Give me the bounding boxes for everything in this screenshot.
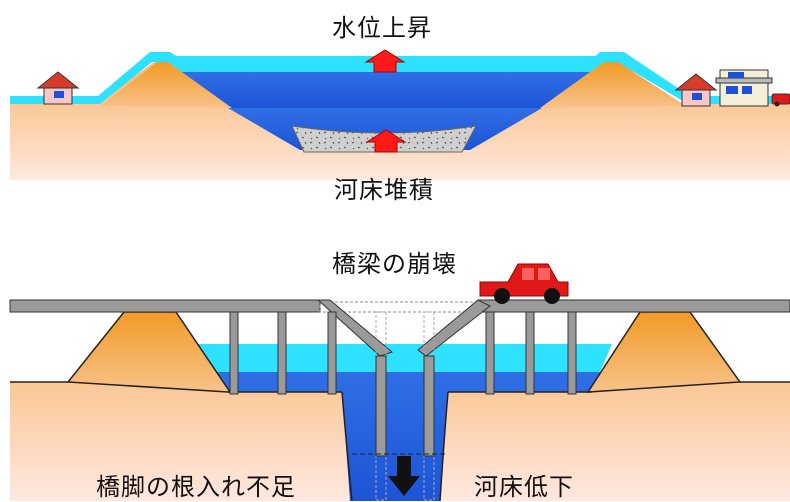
label-riverbed-lowering: 河床低下 [474, 473, 574, 501]
apartment-icon [715, 69, 773, 107]
right-embankment-bottom [586, 311, 742, 393]
down-arrow-icon [388, 456, 420, 496]
car-icon [771, 93, 790, 107]
undermined-piers [352, 311, 446, 501]
label-insufficient-pier-embedment: 橋脚の根入れ不足 [96, 473, 296, 501]
bridge-piers-left [229, 311, 337, 395]
bridge-deck-right [477, 299, 790, 313]
left-embankment [100, 62, 232, 108]
bridge-deck-left [9, 299, 321, 313]
car-icon [479, 263, 569, 304]
bridge-deck-missing [319, 301, 479, 313]
bottom-flood-water [180, 344, 612, 372]
up-arrow-icon [364, 49, 406, 73]
label-bridge-collapse: 橋梁の崩壊 [332, 250, 457, 278]
bottom-river-water [202, 372, 600, 501]
top-cross-section [10, 49, 790, 180]
label-water-rise: 水位上昇 [332, 14, 432, 42]
bottom-cross-section [9, 263, 790, 501]
house-icon [674, 73, 718, 107]
label-riverbed-sedimentation: 河床堆積 [334, 176, 434, 204]
right-embankment [540, 62, 686, 108]
house-icon [36, 71, 80, 105]
left-embankment-bottom [66, 311, 232, 393]
up-arrow-icon [365, 129, 407, 153]
bridge-piers-right [485, 311, 577, 395]
river-water-top [172, 72, 600, 108]
